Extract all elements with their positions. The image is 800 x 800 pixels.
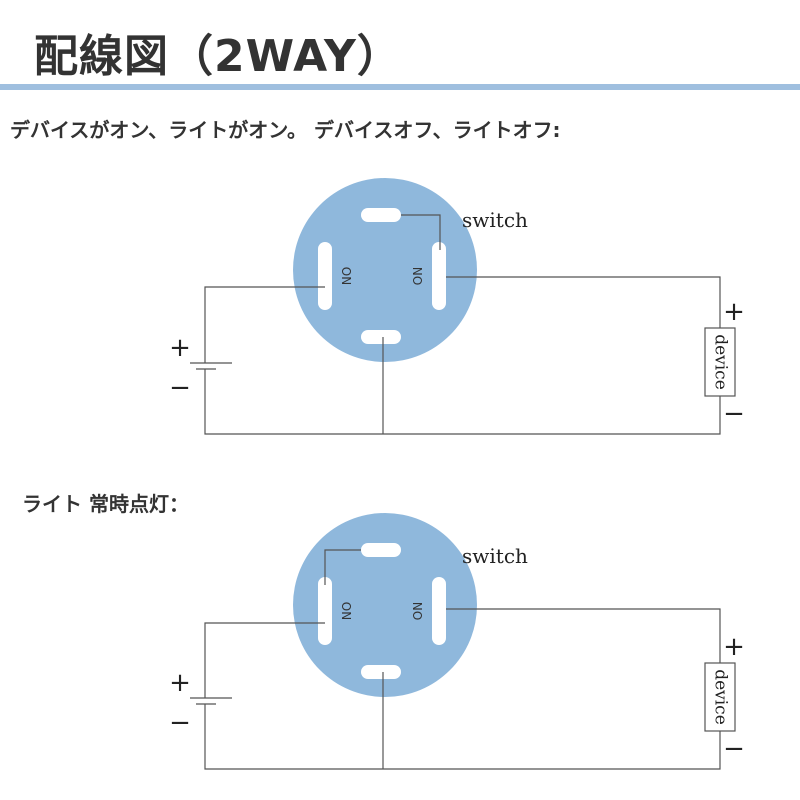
device-label: device (711, 669, 731, 725)
terminal-right (432, 577, 446, 645)
switch-body (293, 178, 477, 362)
terminal-bottom (361, 665, 401, 679)
terminal-left (318, 242, 332, 310)
title-underline (0, 84, 800, 90)
device-plus: + (723, 632, 745, 662)
on-label-right: ON (411, 602, 425, 620)
wire-switch-to-battery (204, 286, 325, 363)
page-title: 配線図（2WAY） (34, 31, 402, 82)
on-label-left: ON (339, 267, 353, 285)
wire-battery-to-device (204, 704, 721, 770)
on-label-right: ON (411, 267, 425, 285)
switch-label: switch (462, 544, 528, 568)
caption-always-on: ライト 常時点灯： (22, 492, 189, 516)
wire-battery-to-device (204, 369, 721, 435)
terminal-top (361, 543, 401, 557)
wire-switch-to-device (446, 608, 721, 663)
wiring-diagram-always-on: ON ON + − device + − switch (169, 513, 745, 770)
wire-switch-to-battery (204, 622, 325, 698)
wire-top-to-right (401, 214, 441, 250)
battery-plus: + (169, 668, 191, 698)
terminal-top (361, 208, 401, 222)
on-label-left: ON (339, 602, 353, 620)
device-box (704, 327, 736, 397)
device-box (704, 662, 736, 732)
terminal-right (432, 242, 446, 310)
device-plus: + (723, 297, 745, 327)
battery-minus: − (169, 373, 191, 403)
device-minus: − (723, 734, 745, 764)
switch-body (293, 513, 477, 697)
battery-plus: + (169, 333, 191, 363)
switch-label: switch (462, 208, 528, 232)
terminal-left (318, 577, 332, 645)
caption-2way: デバイスがオン、ライトがオン。 デバイスオフ、ライトオフ: (10, 118, 561, 142)
wire-top-to-left (324, 549, 361, 585)
device-label: device (711, 334, 731, 390)
terminal-bottom (361, 330, 401, 344)
device-minus: − (723, 399, 745, 429)
wiring-diagram-2way: ON ON + − device + − switch (169, 178, 745, 435)
battery-minus: − (169, 708, 191, 738)
wire-switch-to-device (446, 276, 721, 328)
